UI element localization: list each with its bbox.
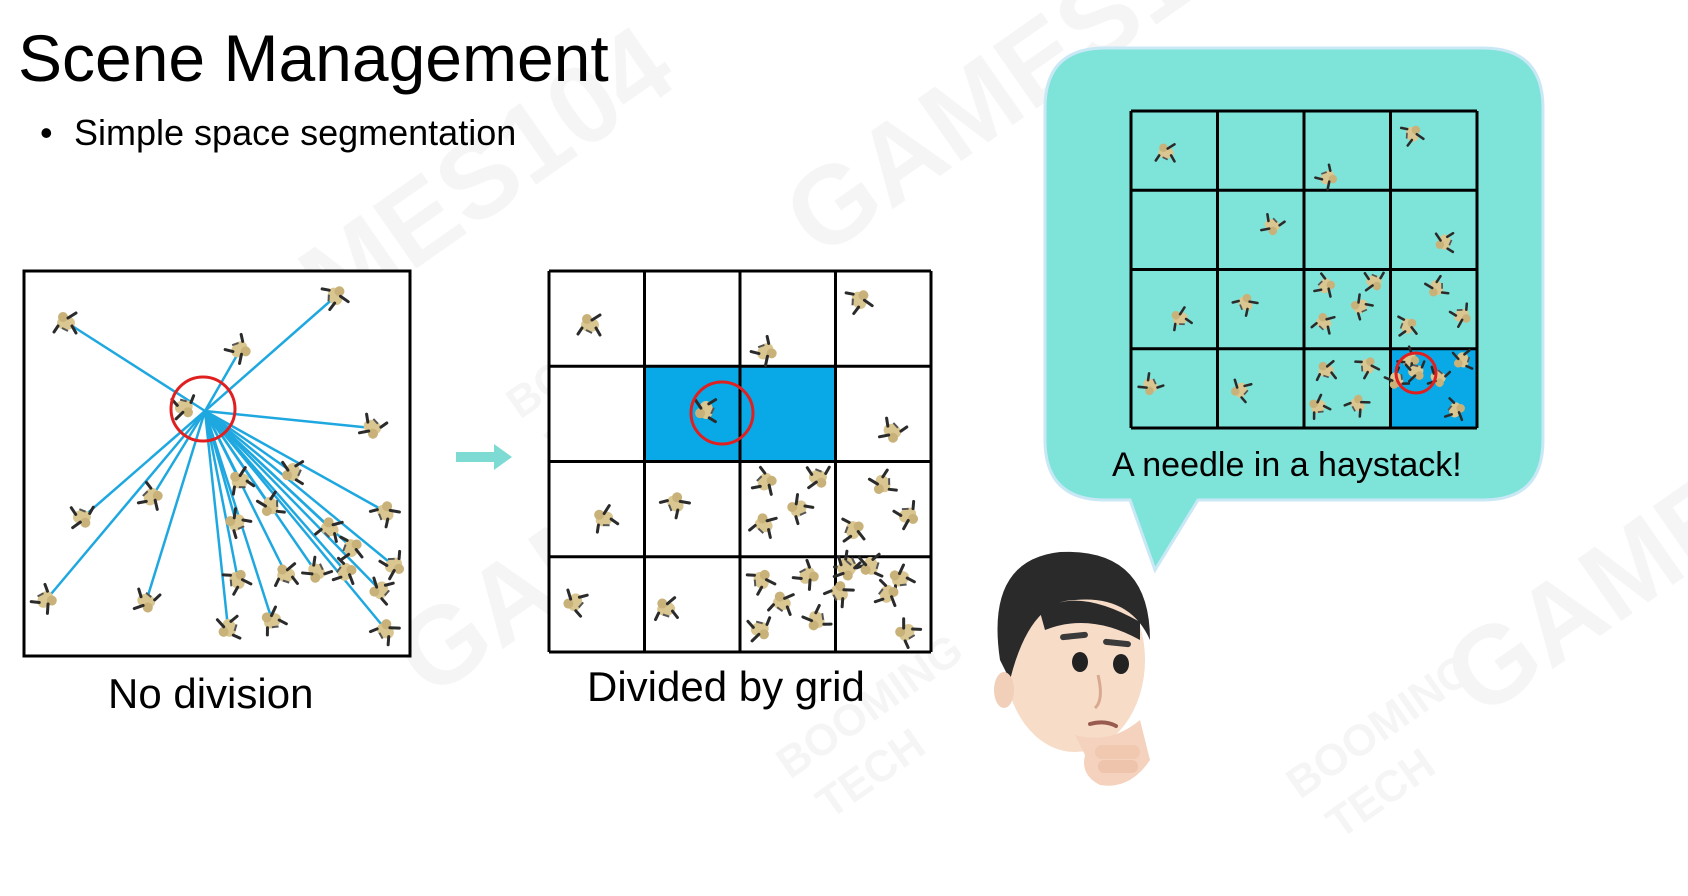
- distance-line: [204, 410, 395, 567]
- bullet-dot: •: [40, 112, 53, 153]
- distance-line: [204, 409, 373, 430]
- distance-line: [65, 320, 206, 413]
- grid-highlight-cell-2: [740, 367, 835, 462]
- distance-line: [204, 409, 293, 474]
- grid-panel: [547, 269, 933, 654]
- distance-line: [204, 409, 387, 514]
- speech-bubble-shape: [1043, 46, 1545, 574]
- bullet-item: • Simple space segmentation: [40, 108, 516, 158]
- bubble-grid-lines: [1129, 109, 1479, 430]
- grid-query-circle: [689, 380, 755, 446]
- thinking-avatar: [994, 551, 1150, 786]
- bubble-caption: A needle in a haystack!: [1112, 446, 1462, 484]
- distance-line: [204, 410, 387, 631]
- distance-line: [204, 295, 337, 412]
- slide-title: Scene Management: [18, 21, 609, 95]
- distance-line: [144, 410, 207, 603]
- distance-line: [203, 410, 230, 629]
- distance-line: [81, 410, 206, 519]
- grid-caption: Divided by grid: [587, 663, 865, 710]
- grid-lines: [547, 269, 933, 654]
- distance-line: [150, 410, 207, 498]
- transition-arrow: [456, 444, 512, 470]
- no-division-caption: No division: [108, 670, 314, 717]
- no-division-query-circle: [169, 375, 237, 443]
- no-division-panel: [22, 269, 412, 658]
- distance-line: [203, 410, 318, 573]
- bullet-text: Simple space segmentation: [74, 112, 517, 153]
- bubble-query-circle: [1394, 351, 1438, 395]
- speech-bubble: [1043, 46, 1545, 574]
- no-division-frame: [22, 269, 412, 658]
- distance-line: [203, 349, 242, 412]
- distance-line: [45, 410, 206, 601]
- no-division-lines: [45, 295, 395, 631]
- distance-line: [204, 410, 381, 591]
